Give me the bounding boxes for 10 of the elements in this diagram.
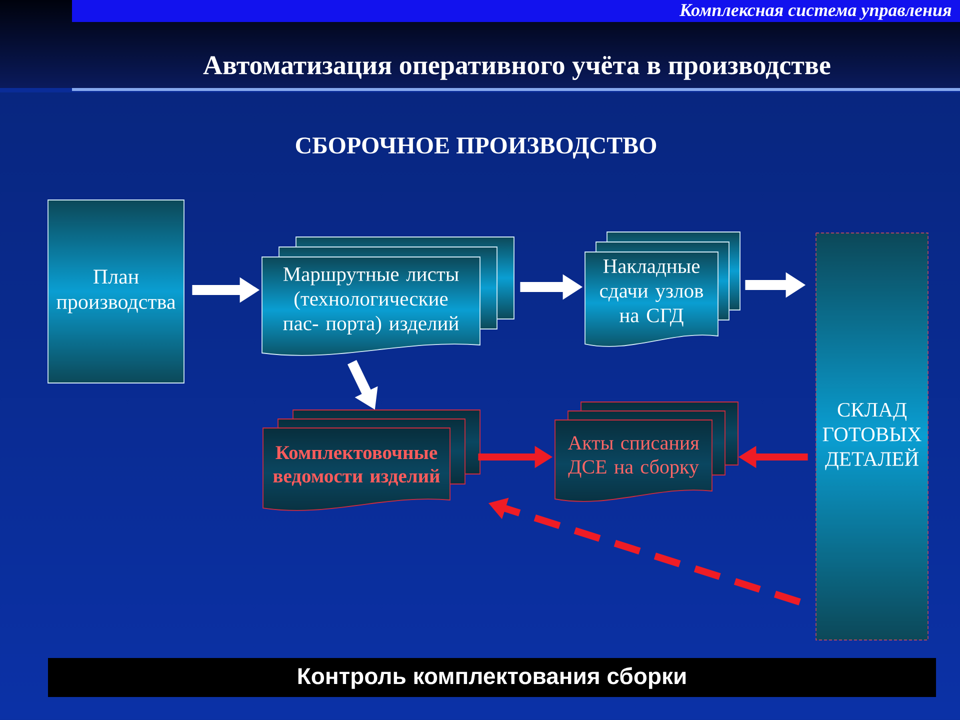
- document-stack: Комплектовочные ведомости изделий: [262, 410, 480, 511]
- process-box: План производства: [48, 200, 184, 384]
- slide-title: Автоматизация оперативного учёта в производстве: [203, 56, 830, 80]
- section-heading: СБОРОЧНОЕ ПРОИЗВОДСТВО: [296, 138, 656, 158]
- caption-bar: Контроль комплектования сборки: [48, 658, 936, 697]
- document-stack: Накладные сдачи узлов на СГД: [584, 232, 740, 347]
- document-stack: Акты списания ДСЕ на сборку: [554, 402, 738, 502]
- document-stack: Маршрутные листы (технологические пас- порта) изделий: [262, 236, 514, 356]
- tall-box: СКЛАД ГОТОВЫХ ДЕТАЛЕЙ: [816, 232, 928, 640]
- header-text: Комплексная система управления: [679, 4, 952, 20]
